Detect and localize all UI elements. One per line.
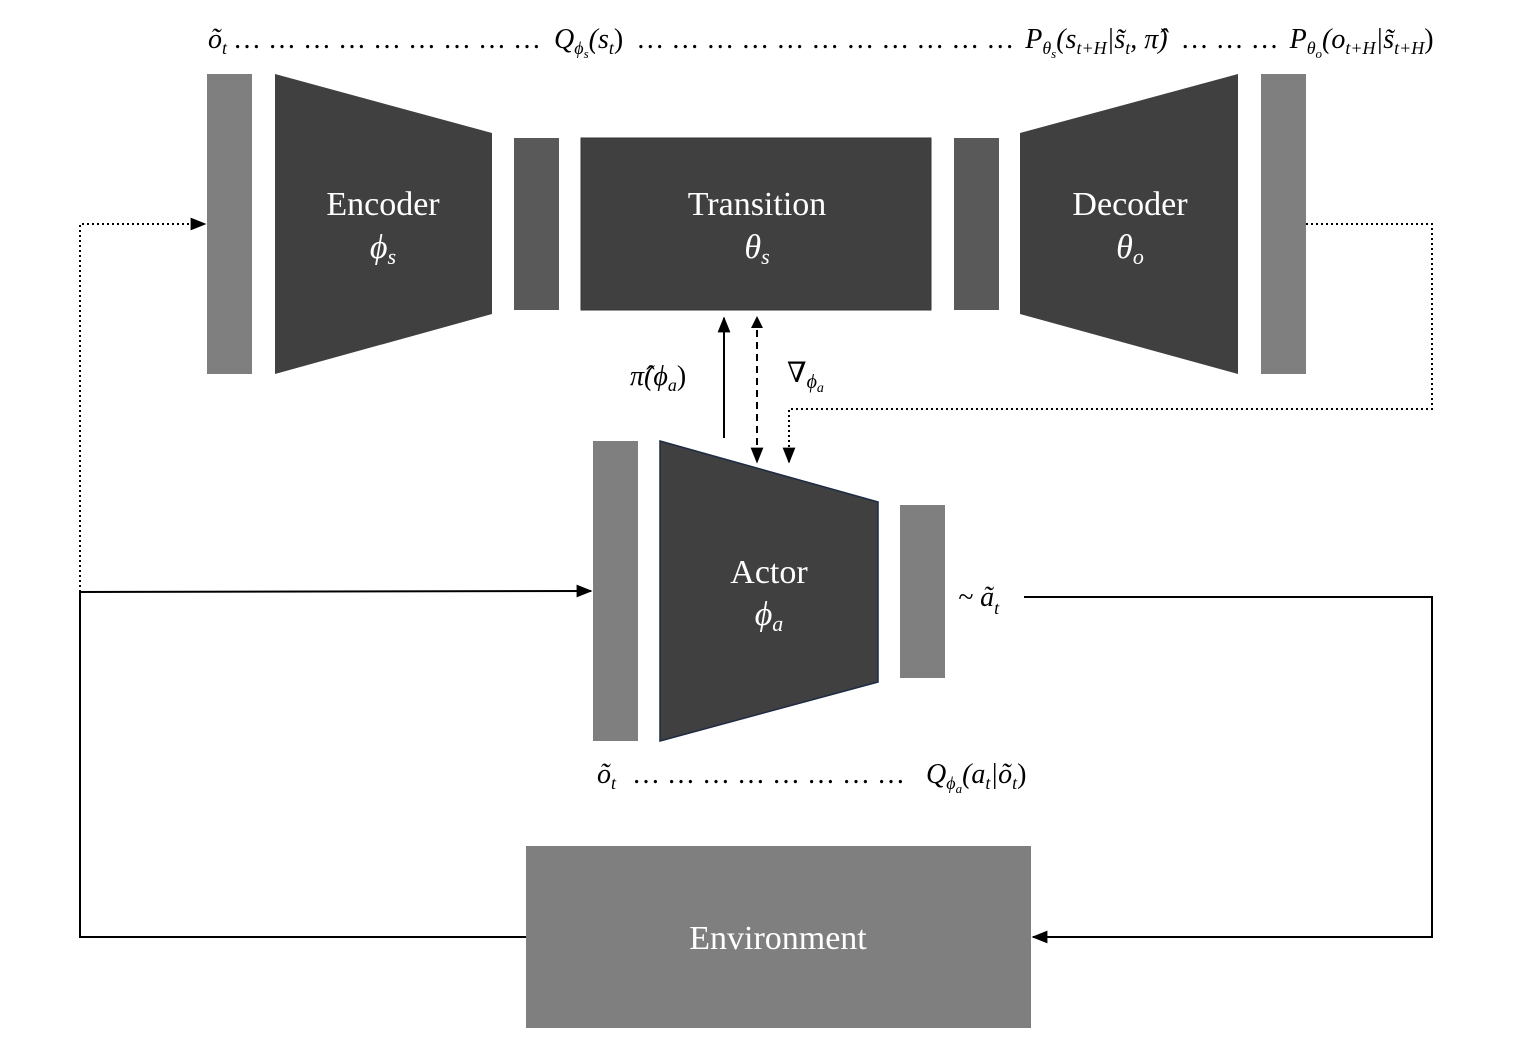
gradient-label: ∇ϕa	[787, 358, 824, 396]
action-to-env-line	[1024, 596, 1433, 944]
actor-label: Actor	[730, 554, 808, 591]
decoder-param: θo	[1116, 229, 1144, 269]
transition-latent-bar	[954, 138, 999, 310]
env-to-encoder-dotted	[79, 217, 207, 592]
header-dots-3: … … …	[1181, 24, 1279, 55]
actor-input-bar	[593, 441, 638, 741]
environment-block	[526, 846, 1031, 1028]
encoder-input-bar	[207, 74, 252, 374]
actor-footer-formula: õt… … … … … … … … Qϕa(at|õt)	[597, 759, 1026, 796]
header-dots-1: … … … … … … … … …	[233, 24, 541, 55]
header-formula: õt… … … … … … … … … Qϕs(st) … … … … … … …	[208, 24, 1434, 61]
transition-block	[580, 137, 932, 311]
transition-label: Transition	[688, 186, 827, 223]
gradient-arrow-head-top	[751, 316, 763, 328]
encoder-block	[275, 74, 492, 374]
decoder-output-bar	[1261, 74, 1306, 374]
actor-param: ϕa	[755, 596, 784, 636]
policy-label: π̂(ϕa)	[630, 361, 686, 395]
decoder-label: Decoder	[1072, 186, 1188, 223]
action-label: ~ ãt	[958, 582, 1000, 618]
transition-param: θs	[744, 229, 769, 269]
header-p-decoder: P	[1289, 24, 1307, 55]
header-dots-2: … … … … … … … … … … …	[636, 24, 1014, 55]
header-p-transition: P	[1024, 24, 1042, 55]
header-o-t: õ	[208, 24, 222, 55]
env-to-actor-line	[79, 584, 593, 938]
encoder-latent-bar	[514, 138, 559, 310]
actor-block	[659, 440, 879, 742]
actor-output-bar	[900, 505, 945, 678]
encoder-param: ϕs	[370, 229, 396, 269]
environment-label: Environment	[689, 920, 867, 957]
decoder-block	[1020, 74, 1238, 374]
header-q-encoder: Q	[554, 24, 574, 55]
svg-text:õt… … … … … … … … … Qϕs(: õt… … … … … … … … … Qϕs(st) … … … … … … …	[208, 24, 1434, 61]
decoder-to-actor-dotted	[782, 223, 1433, 464]
encoder-label: Encoder	[326, 186, 440, 223]
